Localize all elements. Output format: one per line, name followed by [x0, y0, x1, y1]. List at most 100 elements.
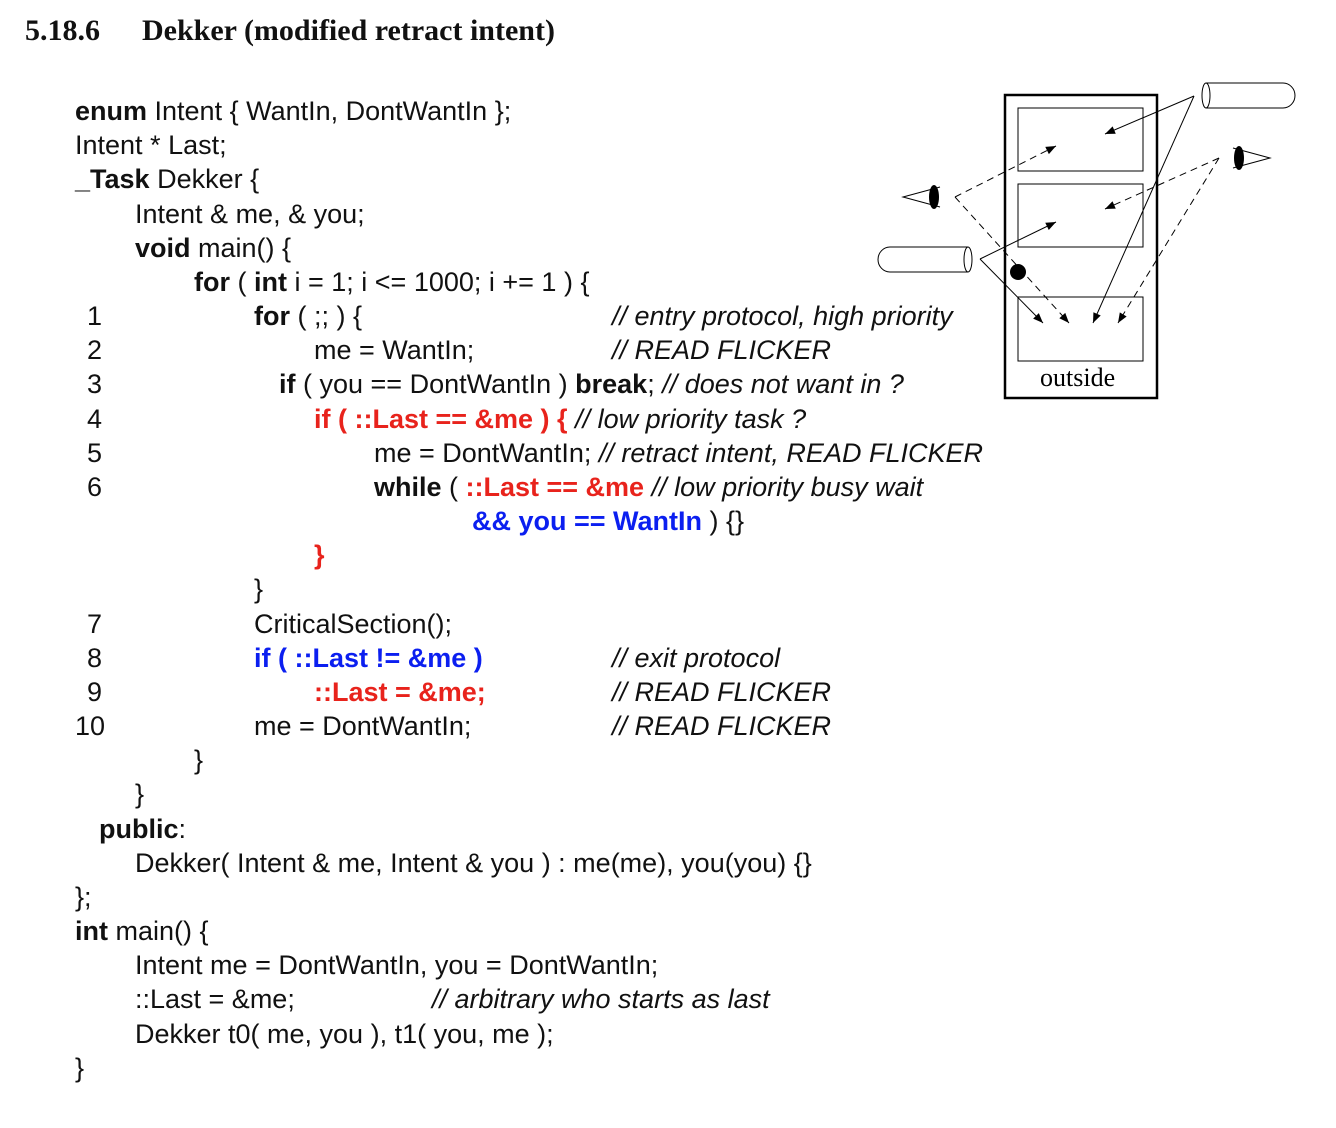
code-line: }: [254, 572, 263, 606]
code-token: public: [99, 813, 179, 844]
code-token: while: [374, 471, 442, 502]
line-number: 10: [75, 711, 106, 742]
line-number: 3: [87, 369, 103, 400]
cylinder-icon: [877, 246, 973, 273]
code-comment: // entry protocol, high priority: [612, 301, 953, 332]
code-comment: // retract intent, READ FLICKER: [598, 437, 983, 468]
section-title: Dekker (modified retract intent): [142, 14, 555, 47]
line-number: 4: [87, 403, 103, 434]
code-line: ::Last = &me;: [135, 982, 295, 1016]
code-token: Intent * Last;: [75, 130, 227, 161]
line-number: 9: [87, 676, 103, 707]
line-number: 8: [87, 642, 103, 673]
code-token: enum: [75, 96, 148, 126]
line-number: 5: [87, 437, 103, 468]
code-line: while ( ::Last == &me // low priority bu…: [374, 470, 923, 504]
code-line: && you == WantIn ) {}: [472, 504, 744, 538]
read-arrows: [954, 145, 1220, 324]
code-comment: // does not want in ?: [662, 369, 904, 400]
code-line: void main() {: [135, 231, 291, 265]
code-token: for: [194, 266, 230, 297]
code-line: me = DontWantIn;: [254, 709, 471, 743]
cylinder-icon: [1201, 82, 1296, 109]
code-line: me = WantIn;: [314, 333, 474, 367]
code-line: }: [314, 538, 325, 572]
code-token: if: [279, 369, 296, 400]
middle-box: [1017, 183, 1144, 248]
code-line: enum Intent { WantIn, DontWantIn };: [75, 94, 511, 128]
code-comment: // READ FLICKER: [612, 676, 832, 707]
code-token: }: [135, 779, 145, 810]
eye-icon: [1232, 146, 1272, 170]
code-token: ) {}: [702, 506, 745, 537]
code-token: Intent me = DontWantIn, you = DontWantIn…: [135, 950, 659, 981]
code-line: }: [194, 743, 203, 777]
line-number: 1: [87, 301, 103, 332]
code-token: :: [178, 813, 187, 844]
code-line: }: [75, 1051, 84, 1085]
code-token: Dekker t0( me, you ), t1( you, me );: [135, 1018, 554, 1049]
outside-box: [1017, 296, 1144, 362]
write-arrows: [979, 95, 1195, 324]
code-token: (: [230, 266, 254, 297]
code-token: me = DontWantIn;: [374, 437, 599, 468]
token-dot: [1010, 264, 1026, 280]
code-comment: // arbitrary who starts as last: [432, 984, 770, 1015]
code-token: break: [575, 369, 648, 400]
outside-label: outside: [1040, 363, 1115, 392]
code-line: Intent & me, & you;: [135, 197, 365, 231]
section-number: 5.18.6: [25, 14, 100, 47]
code-line: if ( you == DontWantIn ) break; // does …: [279, 367, 904, 401]
code-line: }: [135, 777, 144, 811]
code-token: if ( ::Last == &me ) {: [314, 403, 568, 434]
code-token: int: [75, 916, 108, 947]
code-token: me = DontWantIn;: [254, 711, 472, 742]
code-line: if ( ::Last != &me ): [254, 641, 483, 675]
code-token: int: [254, 266, 287, 297]
code-token: ::Last = &me;: [135, 984, 295, 1015]
code-line: Dekker t0( me, you ), t1( you, me );: [135, 1017, 554, 1051]
code-token: Dekker( Intent & me, Intent & you ) : me…: [135, 847, 812, 878]
code-line: int main() {: [75, 914, 209, 948]
line-number: 6: [87, 471, 103, 502]
code-token: ::Last == &me: [465, 471, 645, 502]
code-token: for: [254, 301, 290, 332]
code-token: }: [254, 574, 264, 605]
code-line: for ( ;; ) {: [254, 299, 362, 333]
code-comment: // low priority task ?: [575, 403, 807, 434]
code-token: main() {: [190, 232, 292, 263]
code-line: _Task Dekker {: [75, 162, 259, 196]
code-token: ( ;; ) {: [290, 301, 363, 332]
code-token: Dekker {: [149, 164, 260, 195]
code-line: };: [75, 880, 92, 914]
code-line: Dekker( Intent & me, Intent & you ) : me…: [135, 846, 812, 880]
code-token: void: [135, 232, 191, 263]
code-line: Intent me = DontWantIn, you = DontWantIn…: [135, 948, 658, 982]
code-comment: // low priority busy wait: [651, 471, 924, 502]
code-token: && you == WantIn: [472, 506, 703, 537]
code-line: for ( int i = 1; i <= 1000; i += 1 ) {: [194, 265, 589, 299]
code-token: Intent & me, & you;: [135, 198, 365, 229]
code-token: ;: [647, 369, 663, 400]
code-line: me = DontWantIn; // retract intent, READ…: [374, 436, 983, 470]
code-line: if ( ::Last == &me ) { // low priority t…: [314, 402, 806, 436]
code-token: me = WantIn;: [314, 335, 475, 366]
code-comment: // exit protocol: [612, 642, 781, 673]
code-token: CriticalSection();: [254, 608, 453, 639]
line-number: 7: [87, 608, 103, 639]
code-token: ::Last = &me;: [314, 676, 486, 707]
code-line: Intent * Last;: [75, 128, 227, 162]
code-token: }: [75, 1052, 85, 1083]
code-token: ( you == DontWantIn ): [295, 369, 576, 400]
code-token: Intent { WantIn, DontWantIn };: [147, 96, 512, 126]
code-token: (: [441, 471, 466, 502]
upper-box: [1017, 107, 1144, 172]
code-token: };: [75, 881, 92, 912]
code-line: CriticalSection();: [254, 607, 452, 641]
code-comment: // READ FLICKER: [612, 335, 832, 366]
line-number: 2: [87, 335, 103, 366]
code-token: }: [194, 745, 204, 776]
code-line: ::Last = &me;: [314, 675, 486, 709]
code-line: public:: [99, 812, 186, 846]
